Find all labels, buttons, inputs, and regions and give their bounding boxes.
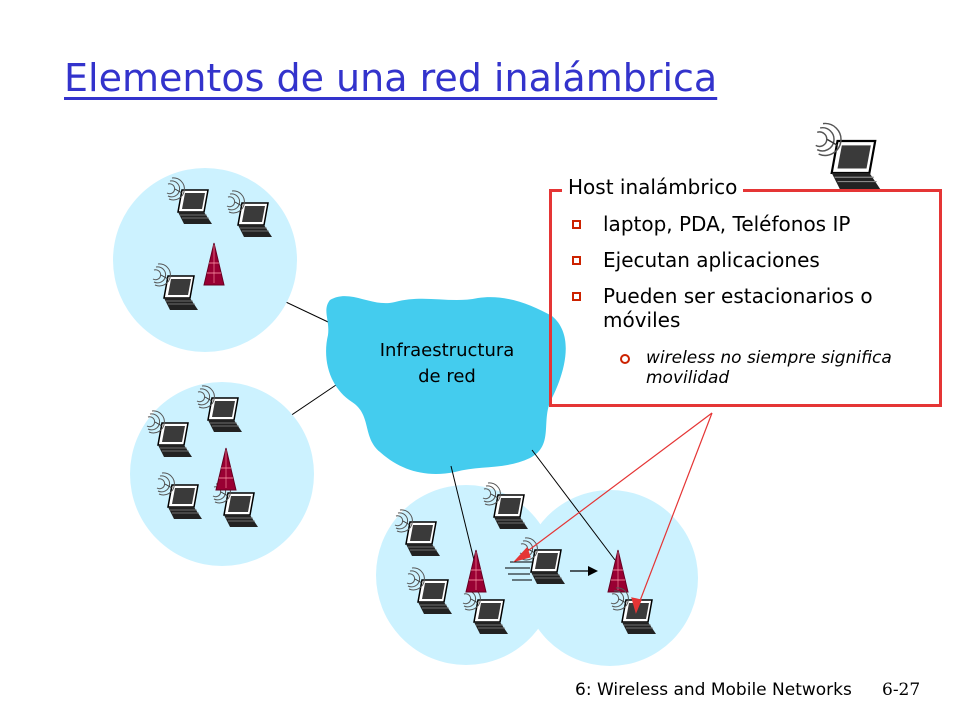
page-number: 6-27: [882, 680, 921, 700]
sub-bullet-text: wireless no siempre significa movilidad: [646, 348, 892, 388]
bullet-item: Pueden ser estacionarios o móviles: [572, 284, 939, 332]
slide-title: Elementos de una red inalámbrica: [64, 56, 718, 100]
wireless-cell-3: [376, 485, 556, 665]
info-box: [549, 189, 942, 407]
speed-lines-icon: [505, 561, 532, 581]
square-bullet-icon: [572, 220, 581, 229]
cloud-label-line1: Infraestructura: [379, 340, 515, 361]
bullet-item: laptop, PDA, Teléfonos IP: [572, 212, 939, 236]
link-line: [450, 465, 475, 561]
bullet-text: Ejecutan aplicaciones: [603, 248, 820, 272]
laptop-icon: [814, 122, 883, 192]
square-bullet-icon: [572, 256, 581, 265]
bullet-item: Ejecutan aplicaciones: [572, 248, 939, 272]
cloud-label-line2: de red: [418, 366, 476, 387]
wireless-cell-4: [522, 490, 698, 666]
cloud-label: Infraestructura de red: [352, 338, 542, 390]
circle-bullet-icon: [620, 354, 630, 364]
link-line: [531, 449, 616, 561]
square-bullet-icon: [572, 292, 581, 301]
arrow-icon: [570, 566, 598, 576]
sub-bullet-item: wireless no siempre significa movilidad: [620, 348, 936, 388]
footer-course: 6: Wireless and Mobile Networks: [575, 680, 852, 700]
bullet-text: Pueden ser estacionarios o móviles: [603, 284, 873, 332]
info-box-heading: Host inalámbrico: [562, 175, 744, 199]
bullet-text: laptop, PDA, Teléfonos IP: [603, 212, 851, 236]
pointer-arrows: [513, 412, 713, 614]
network-infrastructure-cloud: [326, 296, 566, 474]
